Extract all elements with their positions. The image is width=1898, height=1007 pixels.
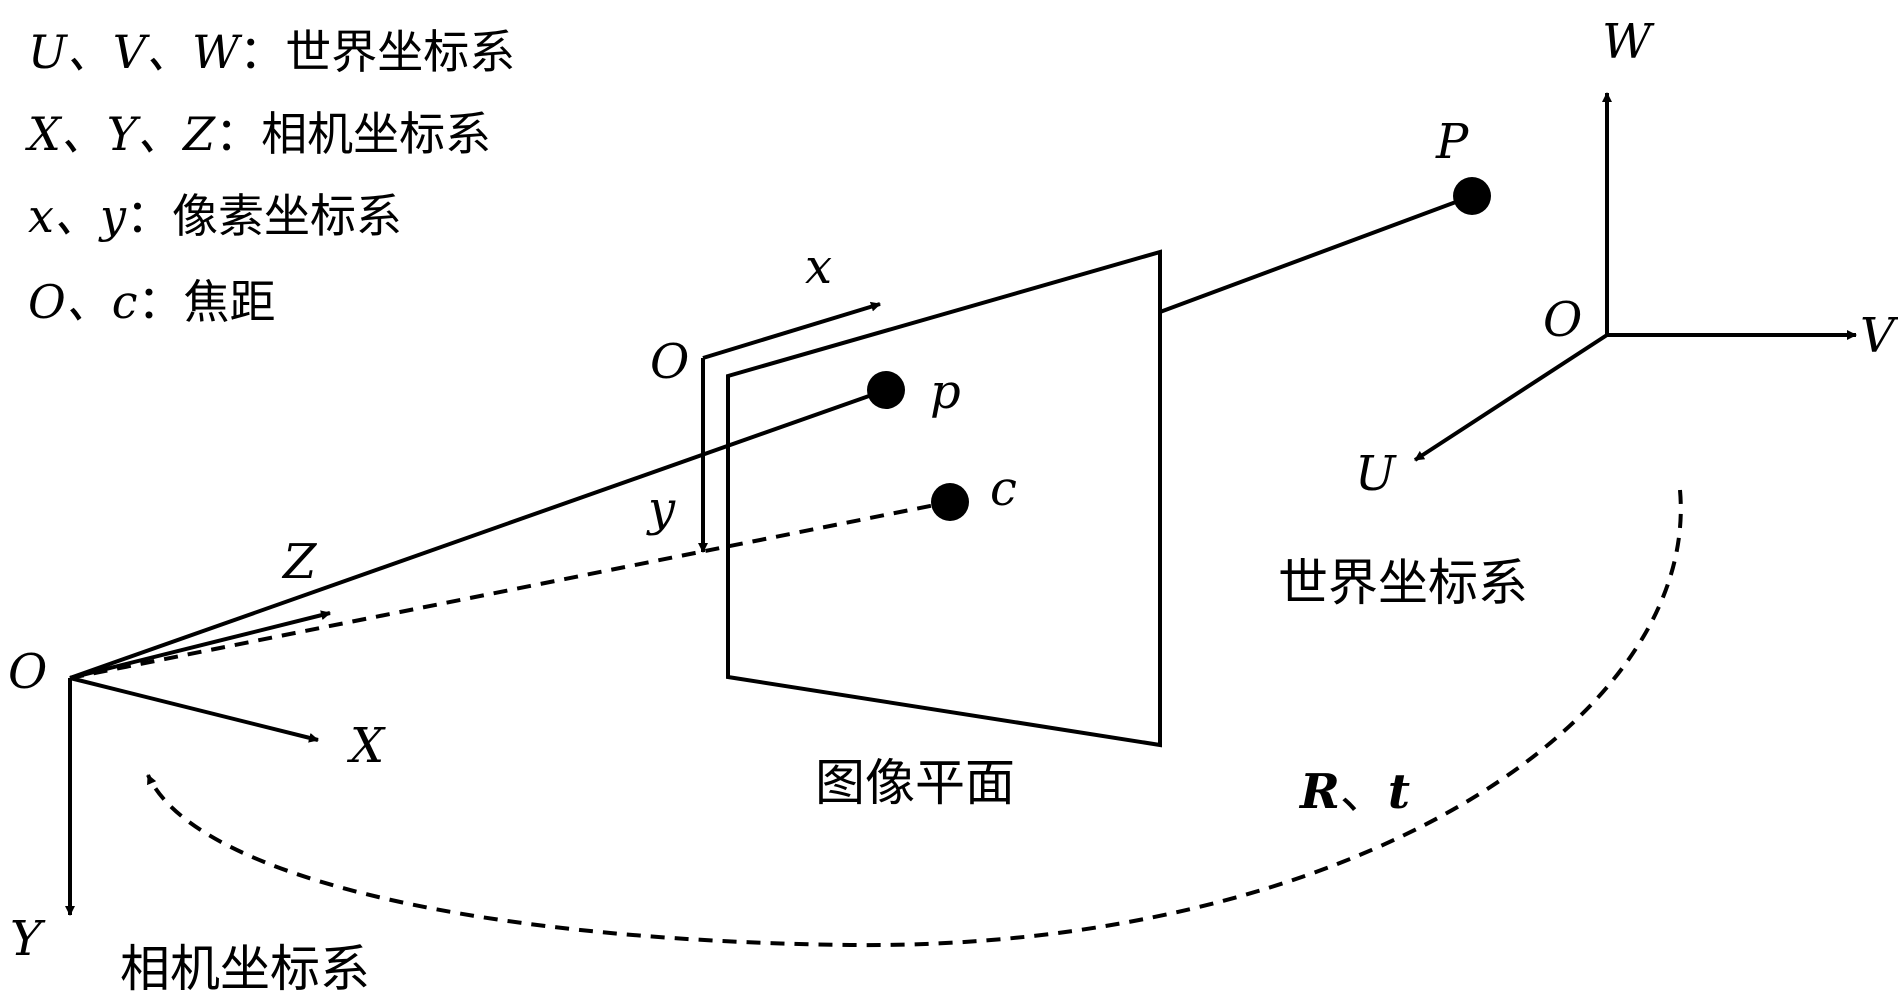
pixel-y-label: y — [646, 481, 676, 537]
image-plane-quad — [726, 249, 1162, 748]
optical-axis — [69, 500, 951, 680]
legend-world: U、V、W：世界坐标系 — [28, 25, 515, 79]
pixel-origin-label: O — [650, 334, 689, 390]
projection-ray — [69, 388, 887, 680]
camera-coordinate-system: O X Y Z — [8, 534, 386, 967]
world-v-label: V — [1860, 308, 1898, 364]
legend: U、V、W：世界坐标系 X、Y、Z：相机坐标系 x、y：像素坐标系 O、c：焦距 — [25, 25, 515, 329]
camera-caption: 相机坐标系 — [120, 940, 370, 998]
transform-label: R、t — [1298, 764, 1410, 820]
world-caption: 世界坐标系 — [1278, 554, 1528, 612]
world-u-label: U — [1355, 446, 1397, 502]
principal-point-label: c — [990, 461, 1017, 517]
camera-origin-label: O — [8, 644, 47, 700]
principal-point-dot — [931, 483, 969, 521]
camera-y-label: Y — [10, 911, 46, 967]
camera-z-label: Z — [281, 534, 318, 590]
pixel-x-axis — [702, 301, 881, 360]
image-plane-caption: 图像平面 — [815, 754, 1015, 812]
world-point-dot — [1453, 177, 1491, 215]
legend-camera: X、Y、Z：相机坐标系 — [25, 107, 491, 161]
world-w-label: W — [1602, 14, 1655, 70]
camera-x-label: X — [346, 718, 386, 774]
image-point-dot — [867, 371, 905, 409]
world-origin-label: O — [1543, 292, 1582, 348]
world-u-axis — [1413, 333, 1609, 462]
world-point-label: P — [1435, 114, 1469, 170]
image-point-label: p — [930, 364, 961, 420]
pixel-x-label: x — [805, 239, 832, 295]
legend-pixel: x、y：像素坐标系 — [28, 189, 402, 243]
camera-z-axis — [69, 610, 331, 680]
world-point-ray — [1159, 194, 1473, 314]
image-plane: O x y p c 图像平面 — [646, 239, 1162, 812]
legend-focal: O、c：焦距 — [28, 275, 275, 329]
world-coordinate-system: W V U O 世界坐标系 — [1278, 14, 1898, 612]
camera-x-axis — [69, 676, 319, 743]
